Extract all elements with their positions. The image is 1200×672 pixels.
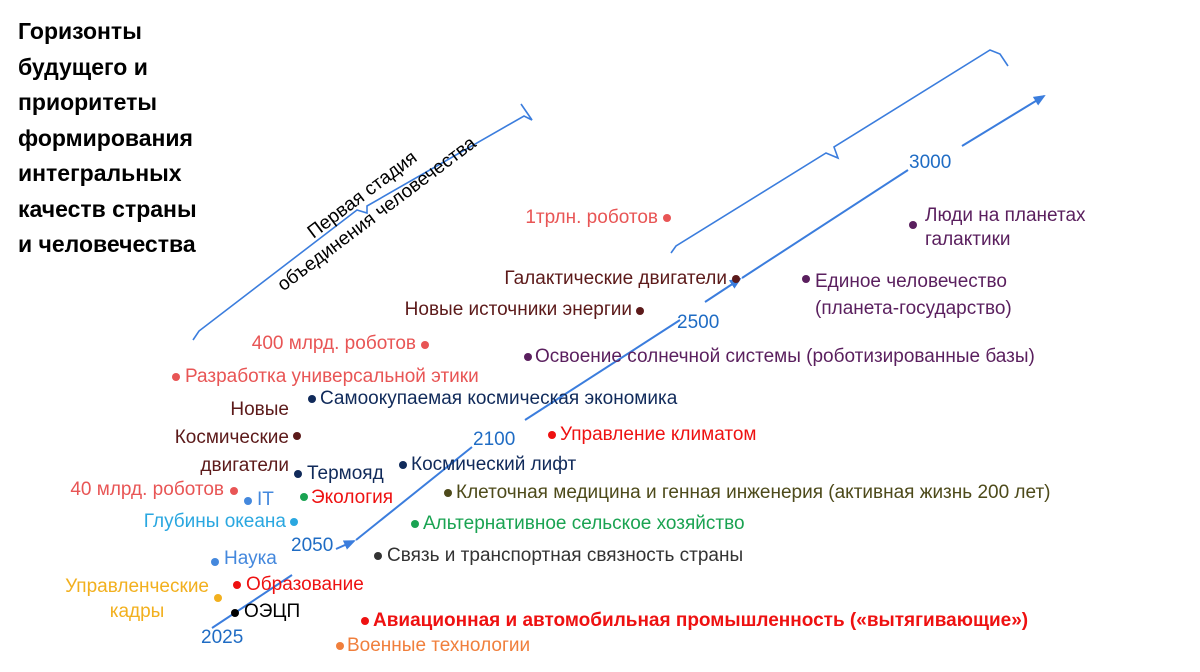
item-marker xyxy=(802,275,810,283)
timeline-segment xyxy=(211,574,293,629)
item-label: Управленческие кадры xyxy=(65,576,209,622)
item-marker xyxy=(732,275,740,283)
item-label: Единое человечество (планета-государство… xyxy=(815,271,1012,319)
item-label: Люди на планетах галактики xyxy=(925,205,1086,250)
item-label: Новые Космические двигатели xyxy=(174,399,289,476)
year-label: 2025 xyxy=(201,627,244,648)
item-marker xyxy=(411,520,419,528)
item-label: Связь и транспортная связность страны xyxy=(387,545,744,566)
timeline-segment xyxy=(524,319,681,421)
item-marker xyxy=(399,461,407,469)
item-label: Управление климатом xyxy=(560,424,757,445)
item-label: Самоокупаемая космическая экономика xyxy=(320,388,678,409)
year-label: 2050 xyxy=(291,535,334,556)
year-label: 3000 xyxy=(909,152,952,173)
item-marker xyxy=(290,518,298,526)
item-marker xyxy=(374,552,382,560)
item-label: Космический лифт xyxy=(411,454,577,475)
item-marker xyxy=(211,558,219,566)
item-marker xyxy=(421,341,429,349)
timeline-segment xyxy=(741,169,909,279)
item-label: Военные технологии xyxy=(347,635,531,656)
item-label: Образование xyxy=(246,574,364,595)
item-label: Наука xyxy=(224,548,277,569)
item-marker xyxy=(233,581,241,589)
item-label: Термояд xyxy=(307,463,384,484)
item-marker xyxy=(636,307,644,315)
item-label: 400 млрд. роботов xyxy=(251,333,416,354)
item-label: Разработка универсальной этики xyxy=(185,366,479,387)
year-label: 2500 xyxy=(677,312,720,333)
item-marker xyxy=(244,497,252,505)
item-marker xyxy=(308,395,316,403)
item-marker xyxy=(230,487,238,495)
year-label: 2100 xyxy=(473,429,516,450)
stage-bracket-first xyxy=(192,103,533,341)
timeline-arrow xyxy=(961,94,1046,147)
item-label: Экология xyxy=(311,487,394,508)
item-label: Альтернативное сельское хозяйство xyxy=(423,513,745,534)
item-marker xyxy=(548,431,556,439)
item-label: Клеточная медицина и генная инженерия (а… xyxy=(456,482,1051,503)
item-marker xyxy=(336,642,344,650)
item-marker xyxy=(293,432,301,440)
item-marker xyxy=(294,470,302,478)
item-label: Освоение солнечной системы (роботизирова… xyxy=(535,346,1035,367)
stage-bracket-second xyxy=(670,49,1009,254)
item-label: IT xyxy=(257,489,274,510)
item-marker xyxy=(663,214,671,222)
item-marker xyxy=(444,489,452,497)
item-marker xyxy=(172,373,180,381)
item-label: Авиационная и автомобильная промышленнос… xyxy=(373,610,1029,631)
item-label: 1трлн. роботов xyxy=(525,207,658,228)
item-marker xyxy=(524,353,532,361)
diagram-title: Горизонты будущего и приоритеты формиров… xyxy=(18,18,197,257)
timeline-segment xyxy=(355,446,473,541)
item-label: Новые источники энергии xyxy=(404,299,632,320)
item-marker xyxy=(909,221,917,229)
item-marker xyxy=(361,617,369,625)
item-marker xyxy=(231,609,239,617)
item-label: Галактические двигатели xyxy=(504,268,727,289)
item-label: Глубины океана xyxy=(143,511,286,532)
item-marker xyxy=(214,594,222,602)
item-label: 40 млрд. роботов xyxy=(70,479,224,500)
item-marker xyxy=(300,493,308,501)
item-label: ОЭЦП xyxy=(244,601,301,622)
timeline-segment xyxy=(335,540,356,550)
